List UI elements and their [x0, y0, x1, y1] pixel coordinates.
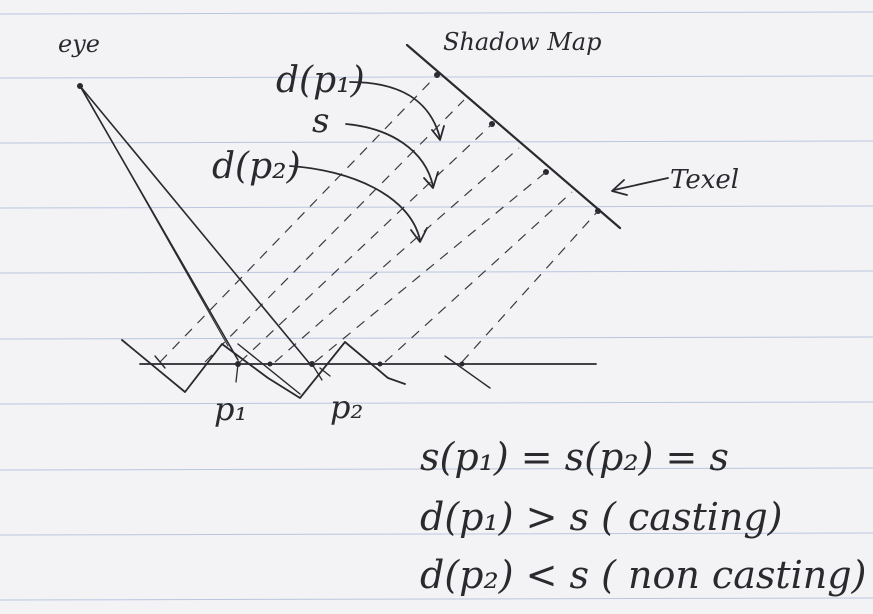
- d-p1-label: d(p₁): [276, 60, 365, 101]
- equation-line-3: d(p₂) < s ( non casting): [420, 553, 866, 597]
- eye-rays: [77, 83, 311, 365]
- p2-label: p₂: [330, 388, 363, 426]
- shadow-map-label: Shadow Map: [443, 28, 601, 56]
- equation-line-2: d(p₁) > s ( casting): [420, 495, 783, 539]
- eye-label: eye: [58, 30, 100, 58]
- label-arrows: [289, 81, 669, 243]
- d-p2-label: d(p₂): [212, 146, 301, 187]
- ground-surface: [121, 339, 597, 399]
- texel-label: Texel: [670, 165, 739, 195]
- s-label: s: [312, 101, 329, 141]
- p1-label: p₁: [214, 390, 247, 428]
- equation-line-1: s(p₁) = s(p₂) = s: [420, 435, 729, 479]
- light-rays: [159, 74, 599, 363]
